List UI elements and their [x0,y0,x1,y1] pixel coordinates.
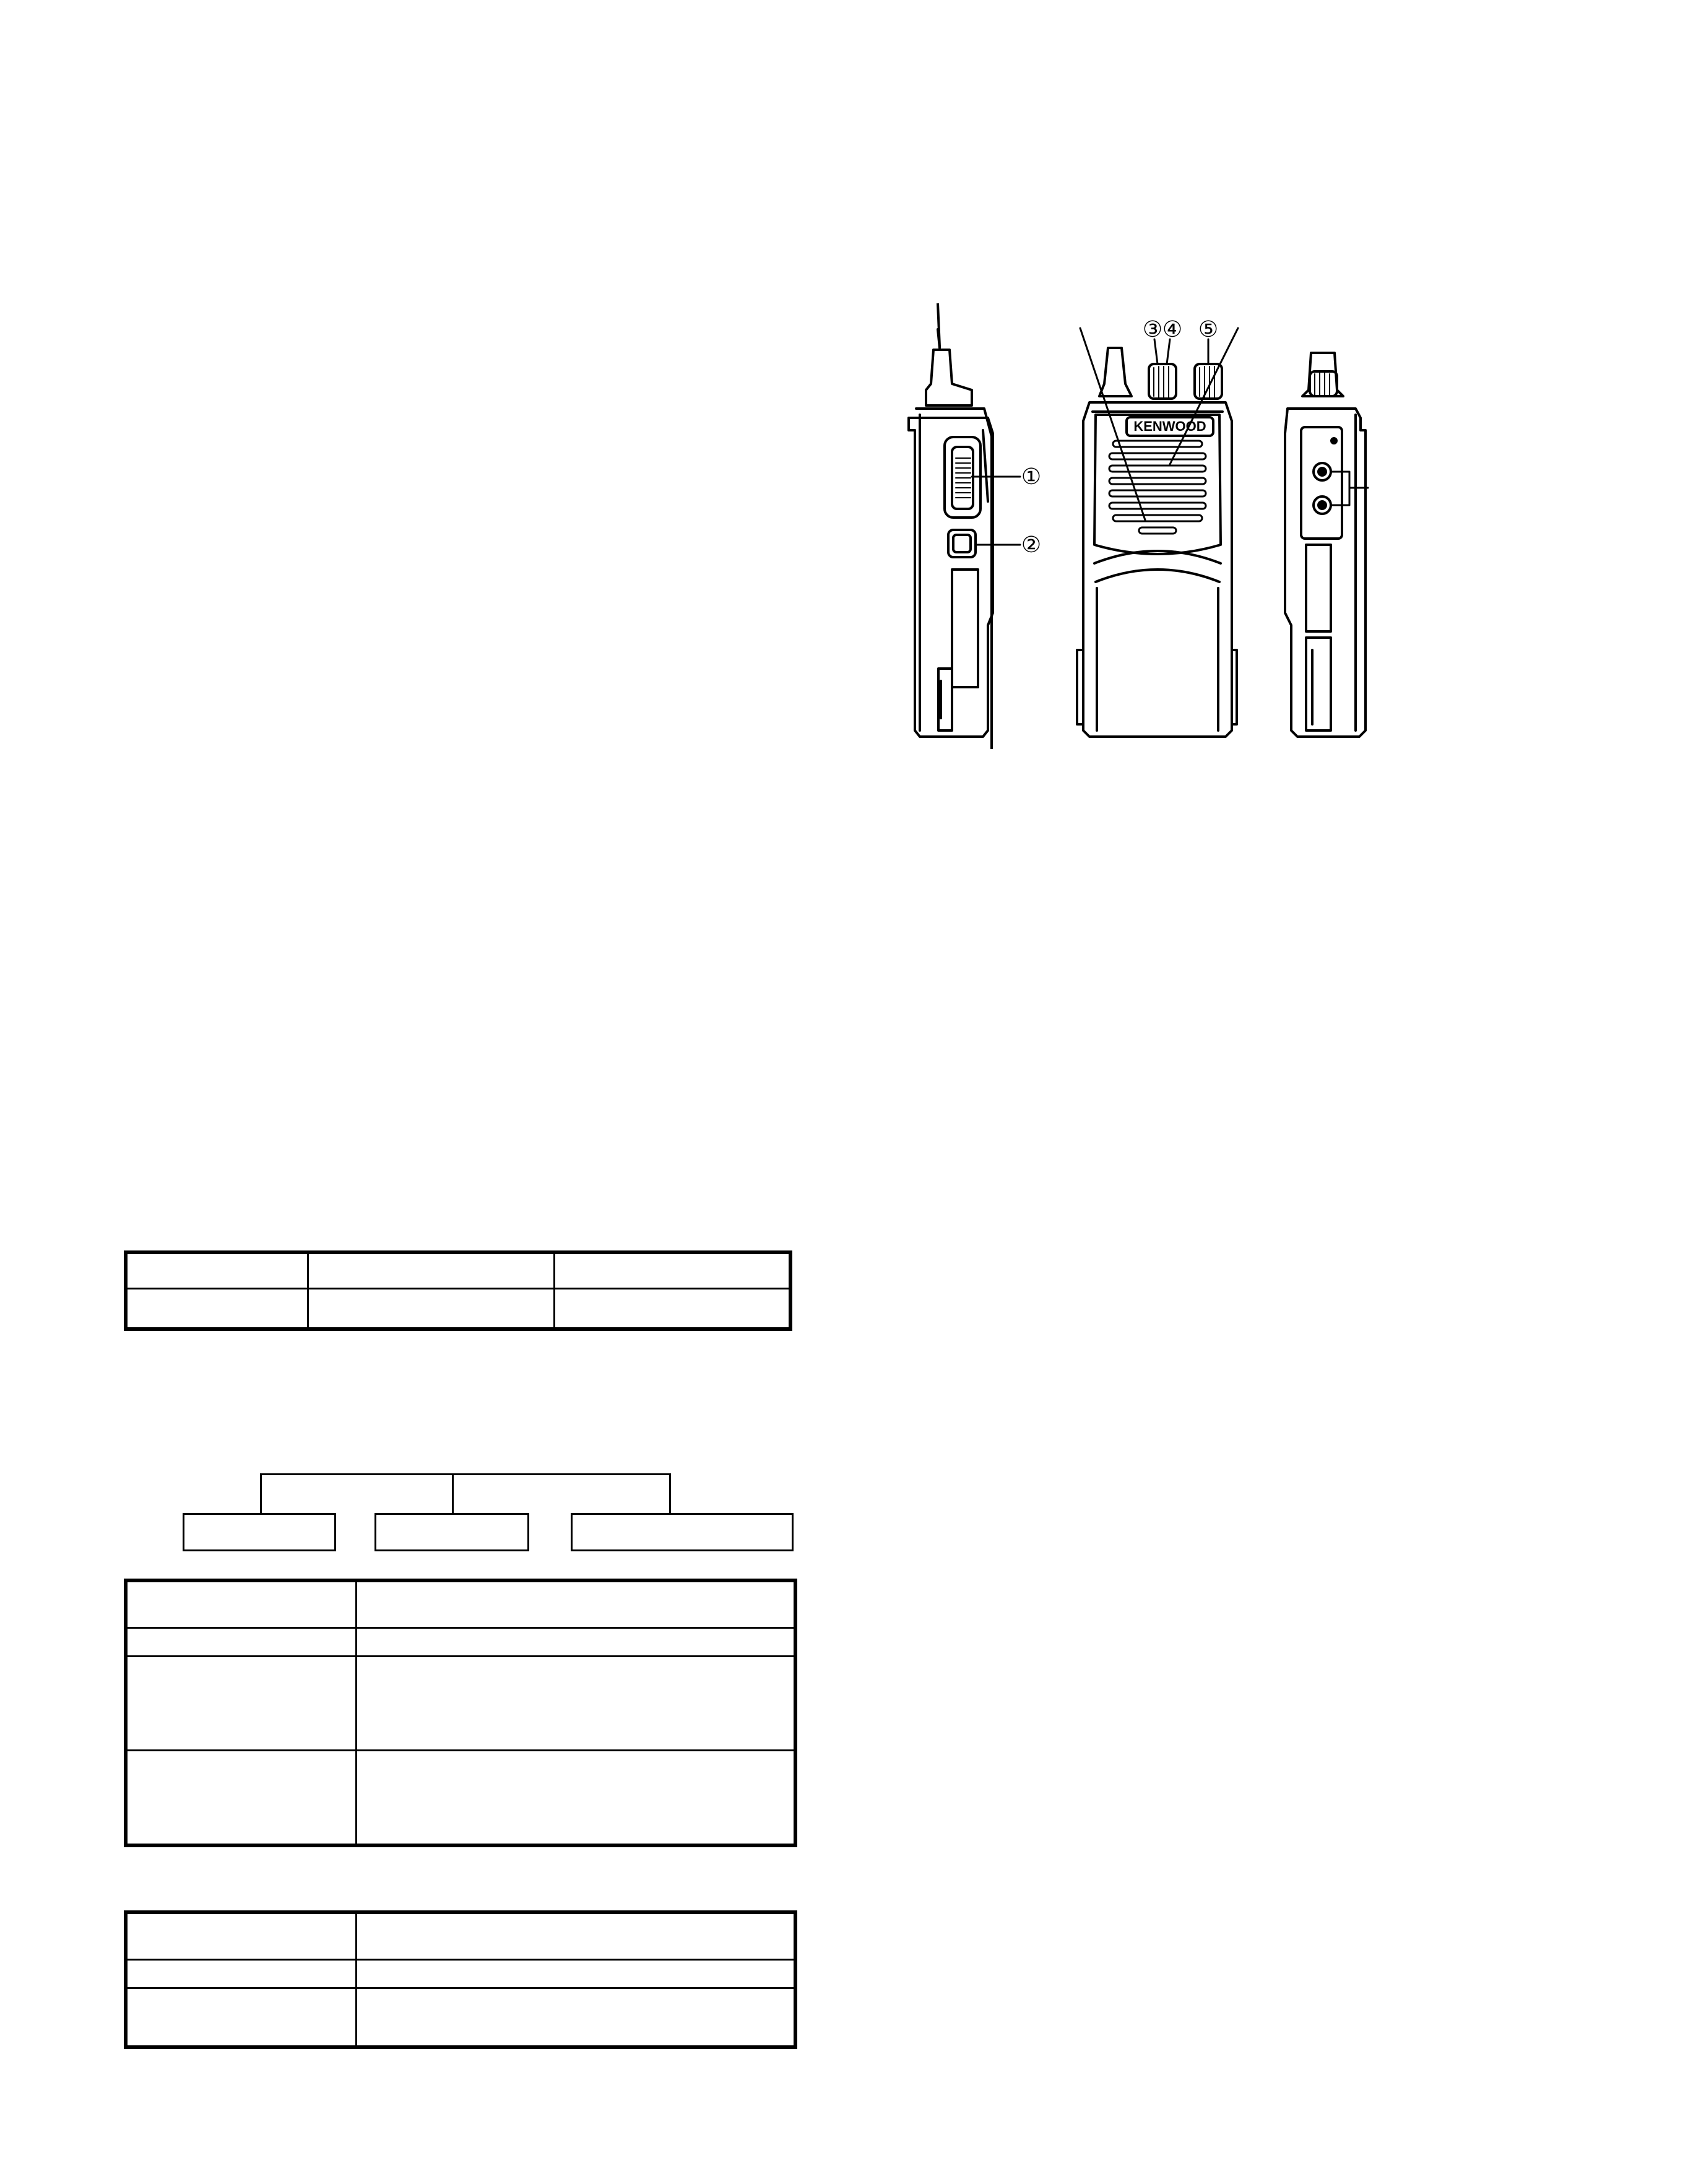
tree-trunk [452,1473,454,1513]
callout-3: ③ [1143,316,1162,342]
table-row [124,1626,797,1657]
callout-1: ① [1021,464,1041,489]
radio-views-figure: KENWOOD [907,303,1369,749]
table-cell [307,1287,555,1330]
table-cell [553,1287,792,1330]
table-cell [355,1987,797,2048]
tree-node-right [571,1513,794,1551]
callout-4: ④ [1162,316,1182,342]
table-row [124,1287,792,1330]
brand-label: KENWOOD [1133,418,1206,434]
table-row [124,1958,797,1989]
table-2 [124,1579,797,1847]
table-3 [124,1910,797,2049]
table-row [124,1987,797,2048]
table-cell [307,1251,555,1289]
table-cell [124,1987,357,2048]
table-row [124,1655,797,1751]
table-cell [124,1287,309,1330]
tree-top-bar [260,1473,671,1475]
left-side-view [907,303,1021,749]
table-cell [355,1579,797,1629]
table-row [124,1251,792,1289]
accessory-jack-cover [1300,426,1343,540]
table-1 [124,1250,792,1331]
speaker-grille [1108,440,1207,535]
table-cell [124,1626,357,1657]
tree-node-left [183,1513,336,1551]
table-row [124,1911,797,1961]
table-cell [355,1958,797,1989]
table-cell [355,1655,797,1751]
front-view: KENWOOD [1076,327,1239,738]
table-cell [124,1251,309,1289]
table-cell [124,1655,357,1751]
side-key [947,529,977,558]
table-cell [355,1626,797,1657]
channel-knob [1148,363,1177,400]
tree-right-branch [669,1473,671,1513]
table-row [124,1749,797,1847]
callout-2: ② [1021,532,1041,557]
table-cell [124,1911,357,1961]
table-row [124,1579,797,1629]
table-cell [124,1579,357,1629]
table-cell [553,1251,792,1289]
table-cell [355,1749,797,1847]
right-side-view [1284,352,1369,738]
callout-5: ⑤ [1198,316,1218,342]
table-cell [355,1911,797,1961]
tree-node-center [374,1513,529,1551]
tree-left-branch [260,1473,262,1513]
table-cell [124,1749,357,1847]
table-cell [124,1958,357,1989]
